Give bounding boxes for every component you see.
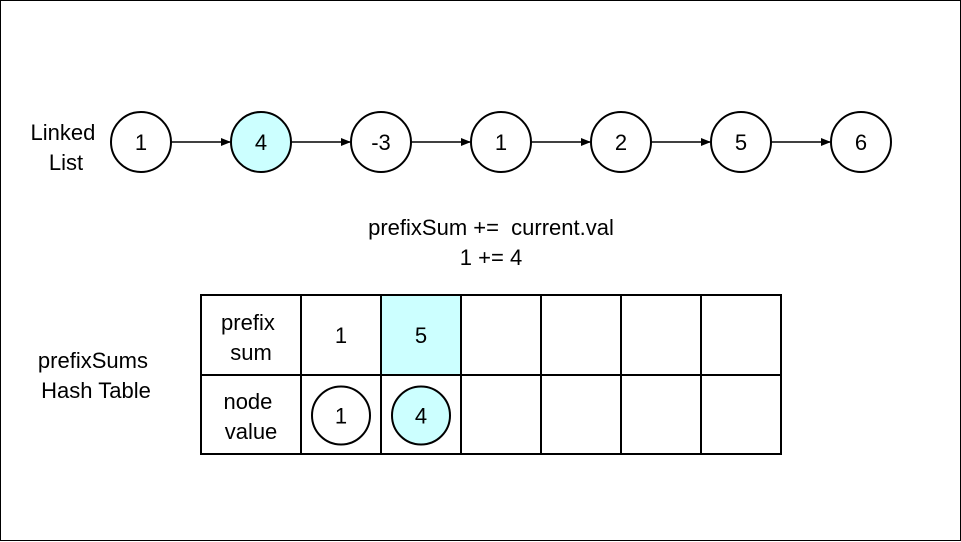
node-value-cell [700, 374, 782, 455]
list-node: 2 [590, 111, 652, 173]
prefix-sum-value: 5 [415, 323, 427, 348]
list-node-value: 5 [735, 130, 747, 155]
row-header-cell-node-value [200, 374, 302, 455]
list-node-circle [350, 111, 412, 173]
list-node-value: -3 [371, 130, 391, 155]
list-node: 1 [110, 111, 172, 173]
hash-table-label: prefixSums Hash Table [38, 348, 154, 403]
list-node-circle [110, 111, 172, 173]
linked-list-label-line: Linked [31, 120, 96, 145]
formula-line-1: prefixSum += current.val [368, 215, 614, 240]
linked-list-label: Linked List [31, 120, 102, 175]
hash-table-column [620, 294, 702, 455]
list-node-circle-current [230, 111, 292, 173]
linked-list-nodes: 1 4 -3 1 2 5 6 [110, 111, 892, 173]
list-node-value: 4 [255, 130, 267, 155]
row-header-line: sum [230, 340, 272, 365]
node-value: 1 [335, 404, 347, 429]
node-value-circle [311, 385, 371, 446]
node-value-cell [620, 374, 702, 455]
list-node: -3 [350, 111, 412, 173]
node-value-cell [540, 374, 622, 455]
prefix-sum-cell [540, 294, 622, 376]
prefix-sum-cell [460, 294, 542, 376]
row-header-line: prefix [221, 310, 275, 335]
node-value: 4 [415, 404, 427, 429]
hash-table-column [460, 294, 542, 455]
hash-table-column [540, 294, 622, 455]
node-value-circle [391, 385, 451, 446]
linked-list-label-line: List [49, 150, 83, 175]
hash-table-label-line: Hash Table [41, 378, 151, 403]
list-node-value: 1 [135, 130, 147, 155]
row-header-line: node [223, 389, 272, 414]
prefix-sum-cell [700, 294, 782, 376]
list-node-value: 1 [495, 130, 507, 155]
row-header-cell-prefix-sum [200, 294, 302, 376]
formula-line-2: 1 += 4 [460, 245, 522, 270]
list-node-circle [470, 111, 532, 173]
list-node: 5 [710, 111, 772, 173]
hash-table-column: 54 [380, 294, 462, 455]
list-node-circle [830, 111, 892, 173]
list-node: 6 [830, 111, 892, 173]
node-value-cell [460, 374, 542, 455]
hash-table-column [700, 294, 782, 455]
row-header-node-value: node value [223, 389, 278, 444]
prefix-sum-cell [620, 294, 702, 376]
list-node-value: 6 [855, 130, 867, 155]
row-header-prefix-sum: prefix sum [221, 310, 281, 365]
prefix-sum-cell [300, 294, 382, 376]
row-header-line: value [225, 419, 278, 444]
hash-table-column: 11 [300, 294, 382, 455]
list-node-circle [590, 111, 652, 173]
list-node-circle [710, 111, 772, 173]
list-node: 1 [470, 111, 532, 173]
list-node-value: 2 [615, 130, 627, 155]
hash-table-label-line: prefixSums [38, 348, 148, 373]
list-node: 4 [230, 111, 292, 173]
prefix-sum-value: 1 [335, 323, 347, 348]
